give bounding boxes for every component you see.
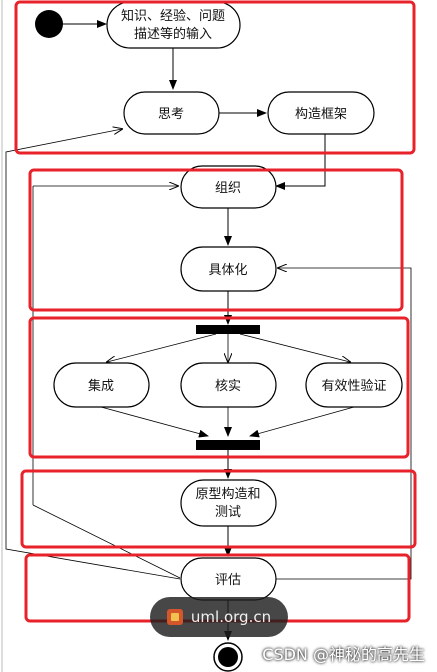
- initial-node: [35, 10, 63, 38]
- node-prototype-label-line2: 测试: [215, 505, 241, 520]
- highlight-box-2: [28, 168, 404, 312]
- node-input-label-line1: 知识、经验、问题: [121, 8, 225, 24]
- edge-validate-join: [249, 406, 355, 438]
- node-prototype-label-line1: 原型构造和: [195, 487, 260, 502]
- node-validate-label: 有效性验证: [321, 378, 386, 394]
- watermark-badge: uml.org.cn: [150, 597, 288, 637]
- site-logo-icon: [166, 609, 183, 625]
- highlight-box-1: [14, 0, 416, 155]
- node-organize-label: 组织: [215, 181, 241, 196]
- node-integrate-label: 集成: [88, 378, 114, 394]
- watermark-site: uml.org.cn: [190, 608, 272, 626]
- node-input-label-line2: 描述等的输入: [134, 26, 212, 42]
- highlight-box-3: [28, 316, 410, 459]
- node-verify: [180, 362, 277, 408]
- fork-bar: [196, 325, 260, 334]
- node-verify-label: 核实: [215, 379, 241, 394]
- node-framework: [267, 91, 375, 135]
- edge-framework-organize: [275, 134, 326, 190]
- node-framework-label: 构造框架: [295, 107, 347, 122]
- edge-loop-diagonal: [32, 504, 181, 579]
- highlight-box-4: [20, 469, 417, 549]
- edge-fork-integrate: [107, 333, 217, 362]
- join-bar: [196, 440, 260, 450]
- edge-fork-validate: [239, 333, 350, 362]
- edge-evaluate-think: [5, 129, 181, 580]
- final-node-inner: [218, 647, 238, 667]
- edge-integrate-join: [100, 406, 209, 438]
- node-concretize-label: 具体化: [208, 263, 247, 278]
- node-think-label: 思考: [158, 107, 184, 122]
- edge-evaluate-concretize: [276, 268, 412, 580]
- node-evaluate-label: 评估: [215, 573, 241, 588]
- watermark-credit: CSDN @神秘的高先生: [262, 645, 425, 664]
